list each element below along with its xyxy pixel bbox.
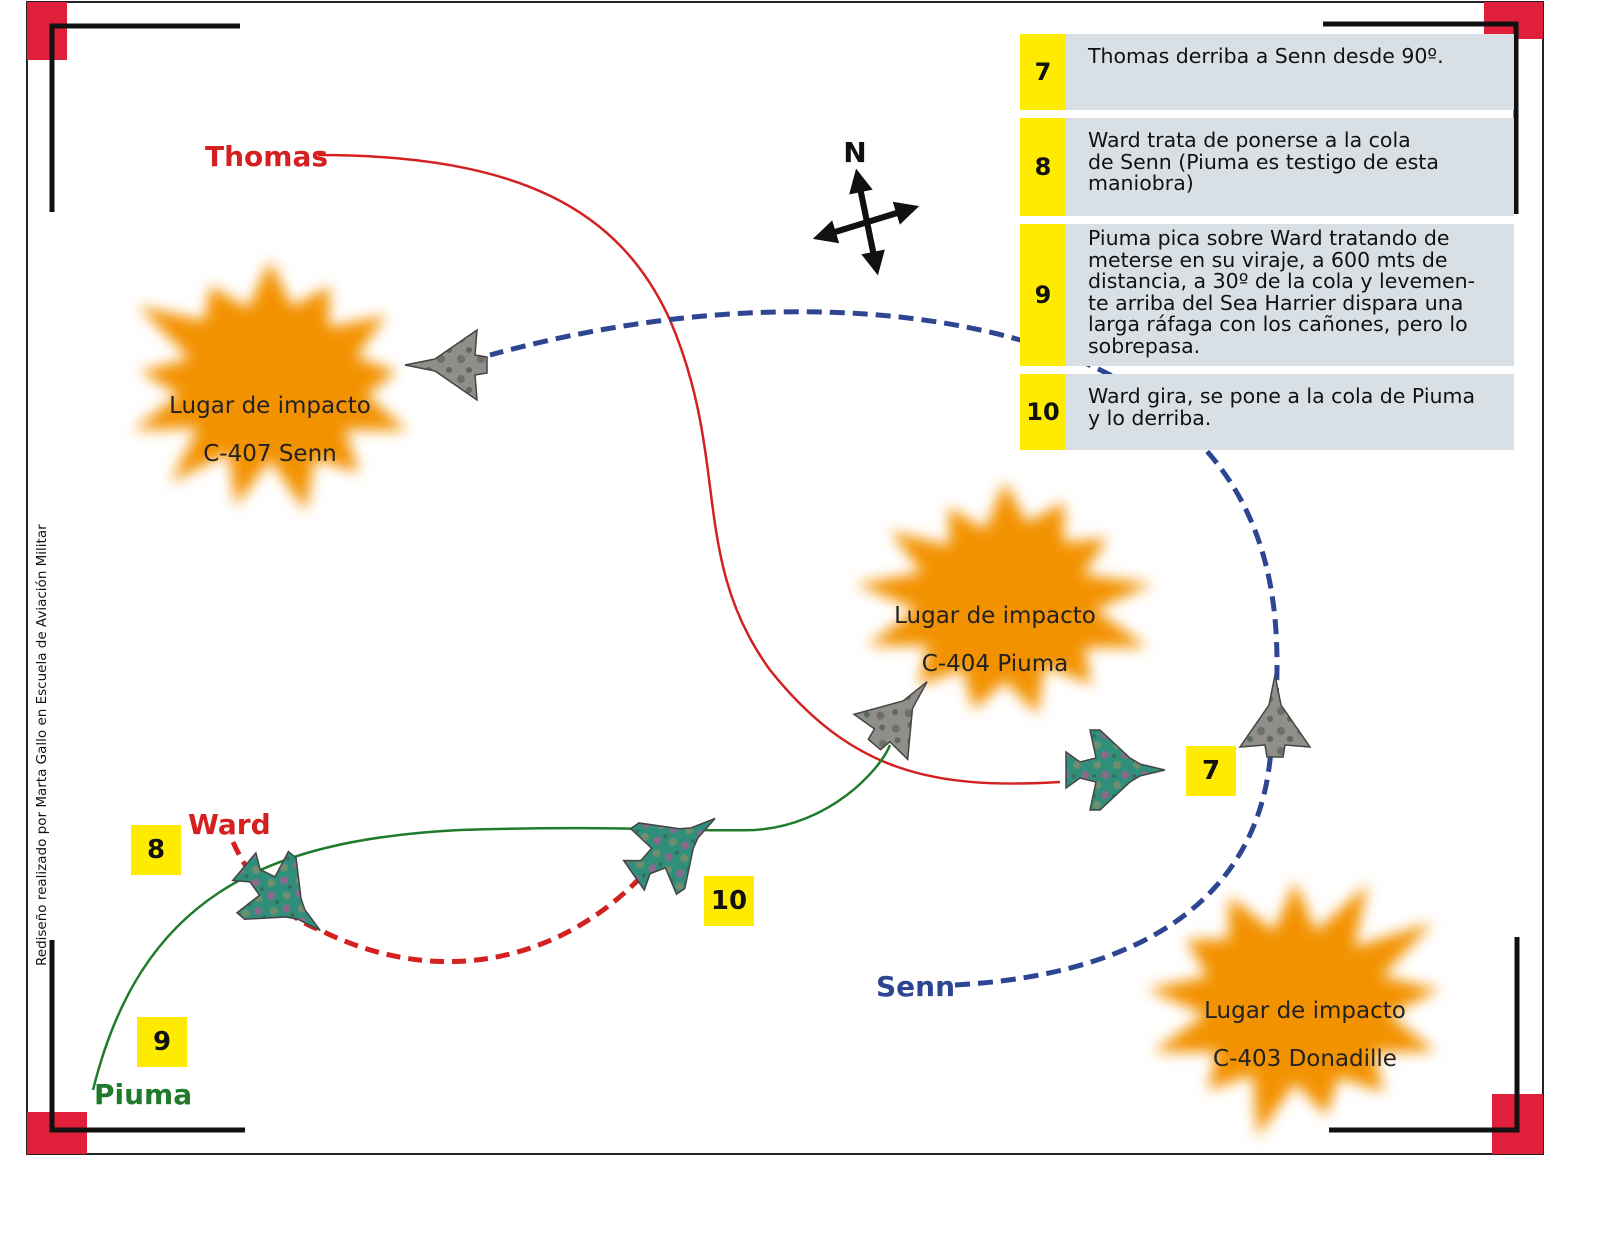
impact-title: Lugar de impacto xyxy=(169,393,371,419)
aircraft-donadille xyxy=(1238,674,1312,758)
compass-north-label: N xyxy=(843,136,866,169)
legend-row-7: 7 Thomas derriba a Senn desde 90º. xyxy=(1020,34,1514,110)
impact-label-c404: Lugar de impacto C-404 Piuma xyxy=(870,580,1120,676)
legend-row-9: 9 Piuma pica sobre Ward tratando de mete… xyxy=(1020,224,1514,366)
label-senn: Senn xyxy=(876,970,956,1003)
aircraft-thomas xyxy=(1065,729,1166,811)
explosion-c403 xyxy=(1147,881,1440,1138)
legend-text: Ward gira, se pone a la cola de Piuma y … xyxy=(1066,374,1514,450)
badge-step-8: 8 xyxy=(131,825,181,875)
legend-row-8: 8 Ward trata de ponerse a la cola de Sen… xyxy=(1020,118,1514,216)
label-piuma: Piuma xyxy=(94,1078,193,1111)
legend-text: Thomas derriba a Senn desde 90º. xyxy=(1066,34,1514,110)
aircraft-ward-10 xyxy=(622,817,716,896)
legend-text: Ward trata de ponerse a la cola de Senn … xyxy=(1066,118,1514,216)
label-thomas: Thomas xyxy=(205,140,329,173)
legend-number: 9 xyxy=(1020,224,1066,366)
senn-path xyxy=(489,309,1280,988)
legend-text: Piuma pica sobre Ward tratando de meters… xyxy=(1066,224,1514,366)
impact-label-c407: Lugar de impacto C-407 Senn xyxy=(145,370,395,466)
impact-aircraft: C-407 Senn xyxy=(203,441,337,467)
aircraft-piuma xyxy=(852,681,928,761)
piuma-path xyxy=(91,744,892,1091)
badge-step-10: 10 xyxy=(704,876,754,926)
impact-title: Lugar de impacto xyxy=(1204,998,1406,1024)
corner-markers xyxy=(27,2,1543,1154)
credit-text: Rediseño realizado por Marta Gallo en Es… xyxy=(34,524,50,966)
legend-number: 10 xyxy=(1020,374,1066,450)
badge-step-9: 9 xyxy=(137,1017,187,1067)
label-ward: Ward xyxy=(188,808,271,841)
outer-border xyxy=(26,1,1544,1155)
explosion-c404 xyxy=(855,481,1153,715)
badge-step-7: 7 xyxy=(1186,746,1236,796)
explosion-c407 xyxy=(133,260,408,512)
impact-title: Lugar de impacto xyxy=(894,603,1096,629)
thomas-path xyxy=(317,153,1061,785)
impact-aircraft: C-404 Piuma xyxy=(921,651,1069,677)
impact-aircraft: C-403 Donadille xyxy=(1213,1046,1397,1072)
legend-row-10: 10 Ward gira, se pone a la cola de Piuma… xyxy=(1020,374,1514,450)
aircraft-ward-8 xyxy=(231,850,321,932)
impact-label-c403: Lugar de impacto C-403 Donadille xyxy=(1170,975,1440,1071)
legend-number: 7 xyxy=(1020,34,1066,110)
aircraft-senn xyxy=(404,328,488,402)
legend-number: 8 xyxy=(1020,118,1066,216)
compass: N xyxy=(812,136,920,276)
